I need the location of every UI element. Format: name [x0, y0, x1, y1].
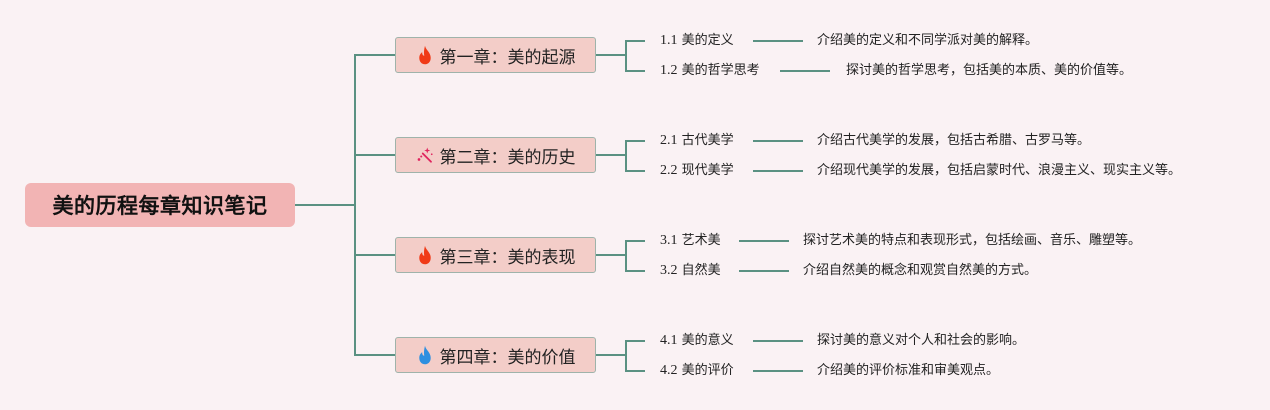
chapter-3-stub [354, 254, 395, 256]
chapter-title: 第一章：美的起源 [439, 47, 576, 68]
chapter-title: 第二章：美的历史 [439, 147, 576, 168]
root-topic-label: 美的历程每章知识笔记 [52, 194, 268, 218]
chapter-2-fork [625, 140, 627, 172]
section-2-2-description: 介绍现代美学的发展，包括启蒙时代、浪漫主义、现实主义等。 [817, 163, 1182, 178]
fire-icon [416, 245, 434, 265]
section-3-2-stub [625, 270, 645, 272]
section-1-2-stub [625, 70, 645, 72]
section-1-1-description: 介绍美的定义和不同学派对美的解释。 [817, 33, 1039, 48]
chapter-3-fork [625, 240, 627, 272]
section-1-2-description: 探讨美的哲学思考，包括美的本质、美的价值等。 [846, 63, 1133, 78]
section-4-1[interactable]: 4.1 美的意义 [660, 333, 734, 348]
chapter-3-out [596, 254, 627, 256]
section-4-2-link [753, 370, 803, 372]
chapter-node-4[interactable]: 第四章：美的价值 [395, 337, 596, 373]
sparkle-wand-icon [416, 145, 434, 165]
trunk-line [354, 54, 356, 356]
chapter-4-stub [354, 354, 395, 356]
chapter-node-3[interactable]: 第三章：美的表现 [395, 237, 596, 273]
section-1-2[interactable]: 1.2 美的哲学思考 [660, 63, 760, 78]
section-1-1[interactable]: 1.1 美的定义 [660, 33, 734, 48]
chapter-4-out [596, 354, 627, 356]
chapter-1-fork [625, 40, 627, 72]
section-1-1-link [753, 40, 803, 42]
section-4-2-description: 介绍美的评价标准和审美观点。 [817, 363, 1000, 378]
section-2-1[interactable]: 2.1 古代美学 [660, 133, 734, 148]
section-4-2[interactable]: 4.2 美的评价 [660, 363, 734, 378]
chapter-2-stub [354, 154, 395, 156]
root-connector [295, 204, 356, 206]
chapter-title: 第三章：美的表现 [439, 247, 576, 268]
chapter-1-out [596, 54, 627, 56]
section-2-1-link [753, 140, 803, 142]
section-2-1-description: 介绍古代美学的发展，包括古希腊、古罗马等。 [817, 133, 1091, 148]
section-3-2-description: 介绍自然美的概念和观赏自然美的方式。 [803, 263, 1038, 278]
chapter-node-2[interactable]: 第二章：美的历史 [395, 137, 596, 173]
section-2-2[interactable]: 2.2 现代美学 [660, 163, 734, 178]
section-3-2[interactable]: 3.2 自然美 [660, 263, 721, 278]
section-2-2-link [753, 170, 803, 172]
chapter-4-fork [625, 340, 627, 372]
root-topic[interactable]: 美的历程每章知识笔记 [25, 183, 295, 227]
section-2-2-stub [625, 170, 645, 172]
section-1-2-link [780, 70, 830, 72]
section-2-1-stub [625, 140, 645, 142]
section-1-1-stub [625, 40, 645, 42]
section-3-1-description: 探讨艺术美的特点和表现形式，包括绘画、音乐、雕塑等。 [803, 233, 1142, 248]
chapter-title: 第四章：美的价值 [439, 347, 576, 368]
section-4-1-stub [625, 340, 645, 342]
chapter-1-stub [354, 54, 395, 56]
chapter-node-1[interactable]: 第一章：美的起源 [395, 37, 596, 73]
section-4-1-link [753, 340, 803, 342]
blue-fire-icon [416, 345, 434, 365]
section-4-2-stub [625, 370, 645, 372]
fire-icon [416, 45, 434, 65]
section-4-1-description: 探讨美的意义对个人和社会的影响。 [817, 333, 1026, 348]
section-3-1[interactable]: 3.1 艺术美 [660, 233, 721, 248]
section-3-2-link [739, 270, 789, 272]
section-3-1-stub [625, 240, 645, 242]
section-3-1-link [739, 240, 789, 242]
chapter-2-out [596, 154, 627, 156]
